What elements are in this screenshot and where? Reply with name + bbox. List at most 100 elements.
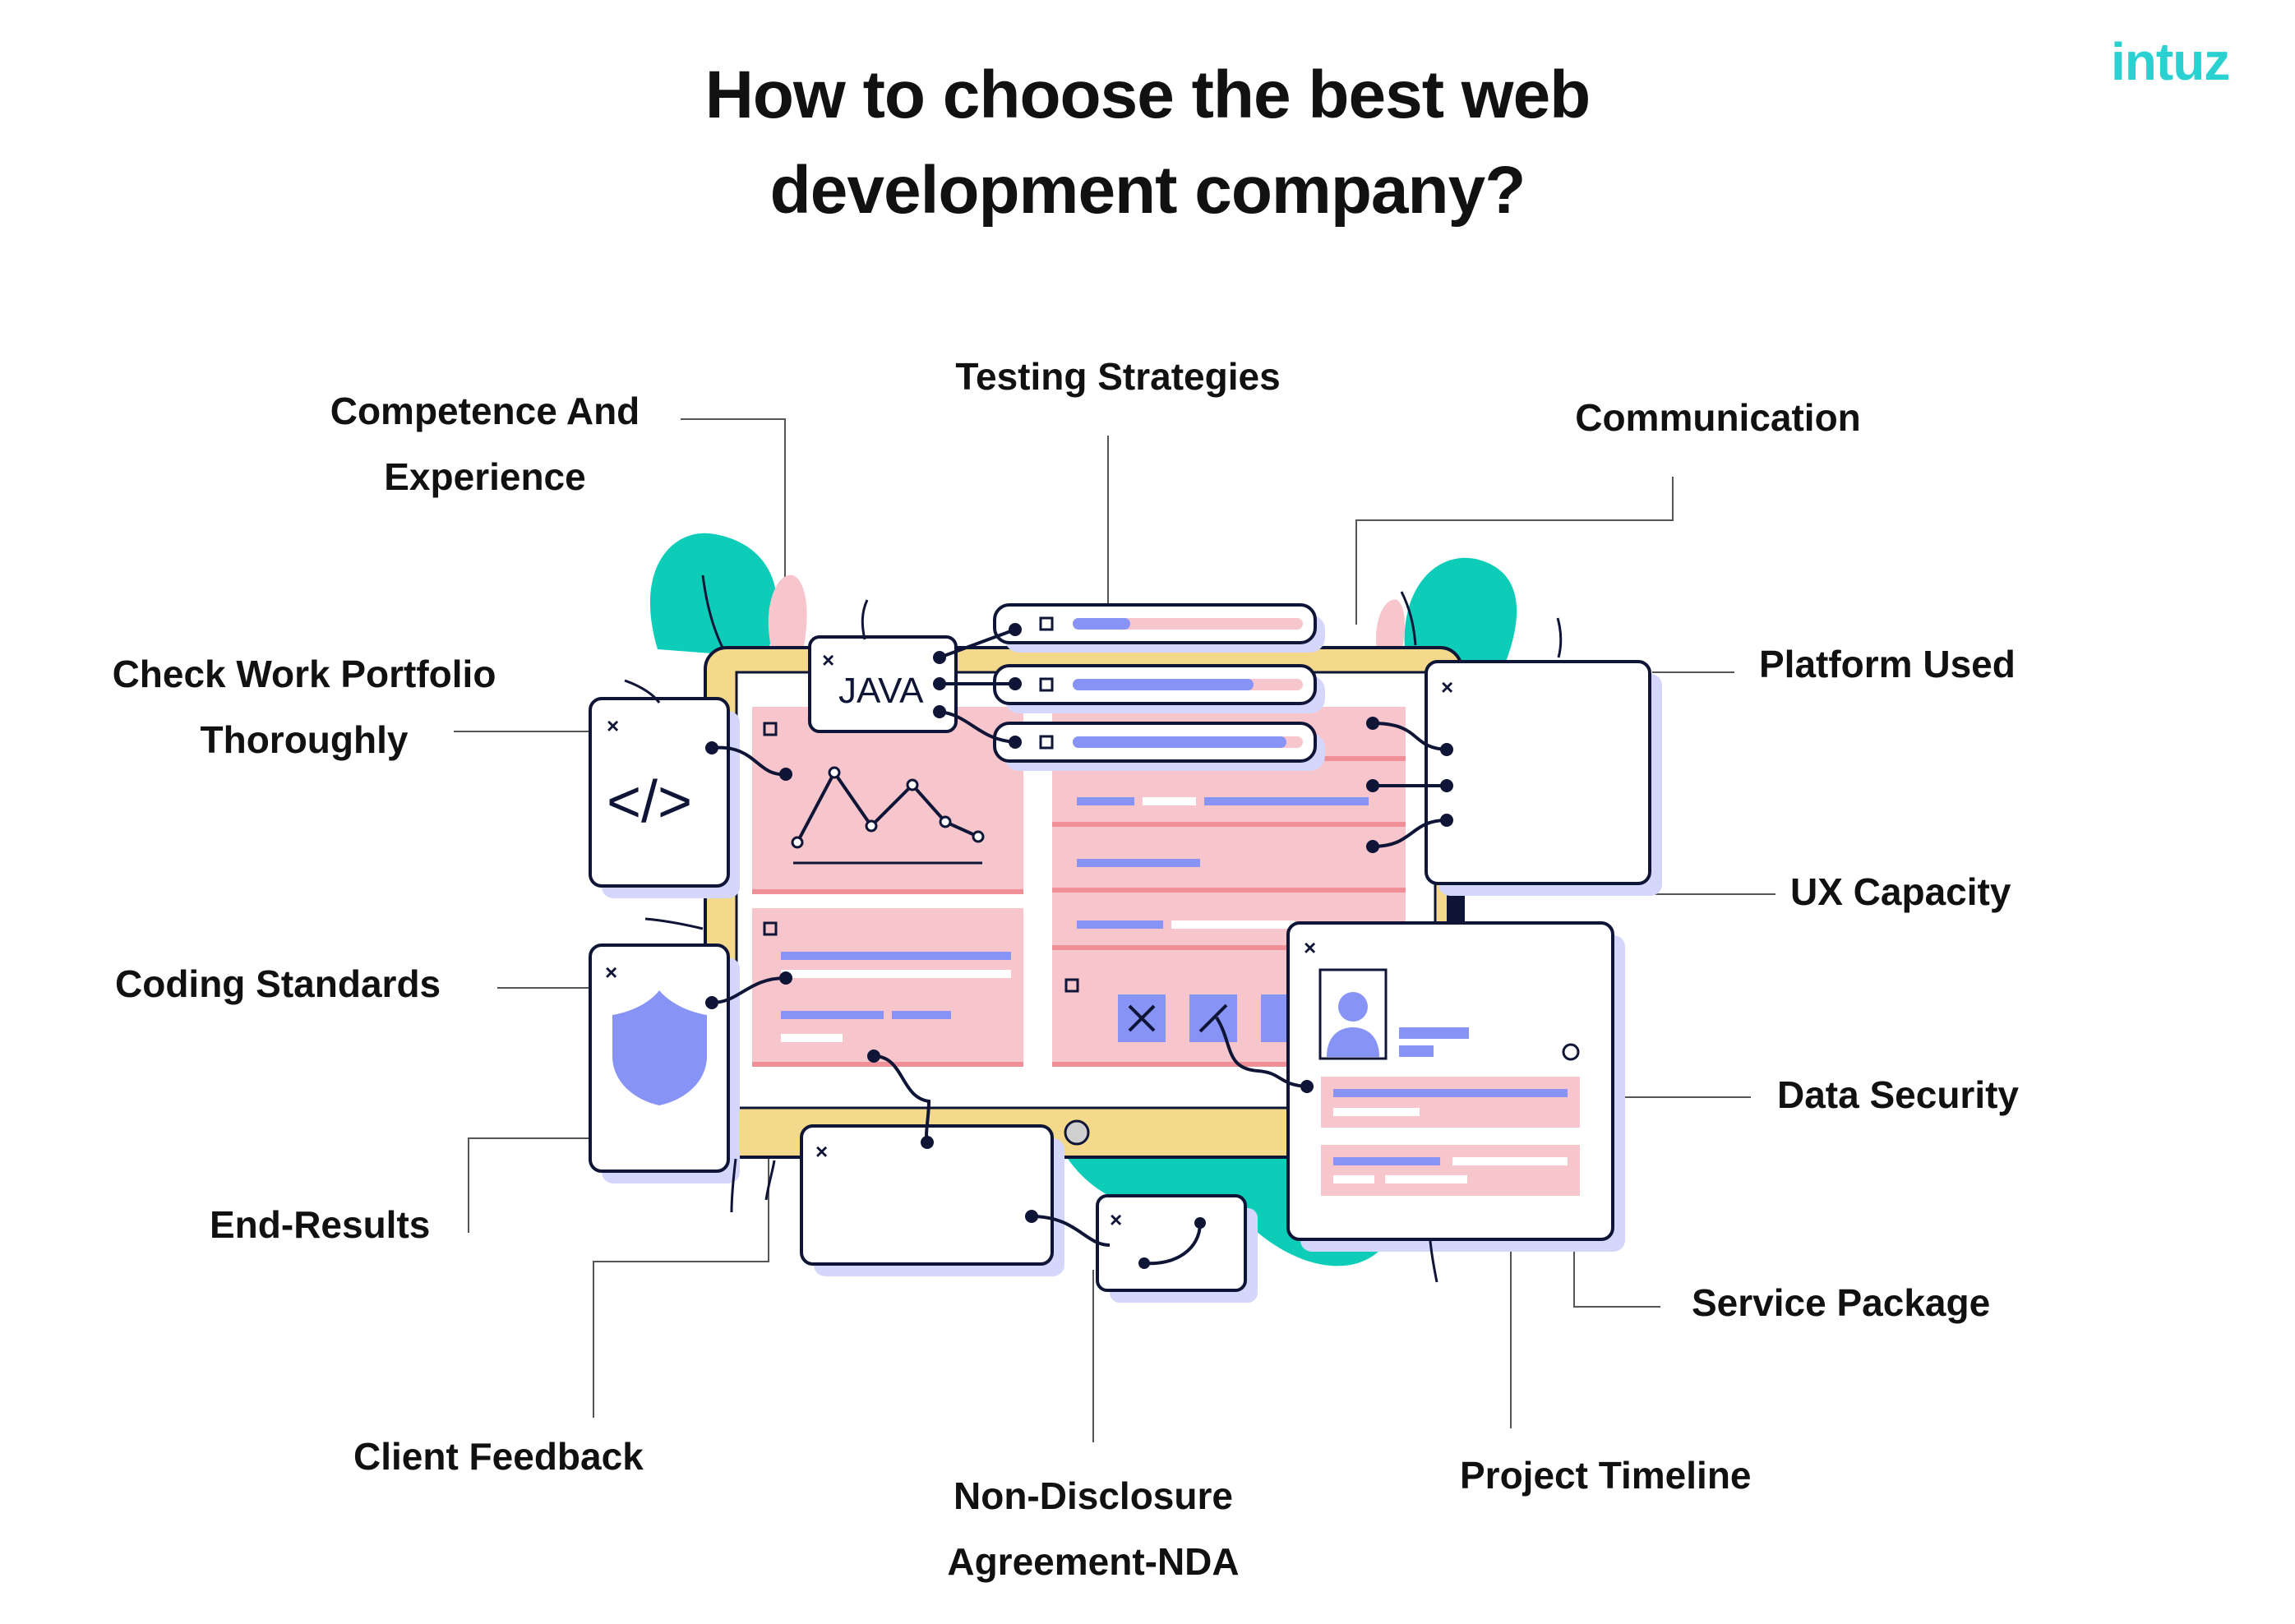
decorative-stroke	[1556, 617, 1563, 658]
connectors	[711, 628, 1448, 1247]
label-client-feedback: Client Feedback	[353, 1435, 644, 1478]
decorative-strokes	[624, 574, 1563, 1283]
decorative-stroke	[624, 679, 661, 704]
connector-node	[779, 971, 792, 985]
connector	[1372, 819, 1448, 848]
decorative-stroke	[644, 917, 704, 930]
label-nda-line-1: Non-Disclosure	[954, 1474, 1233, 1517]
connector	[1372, 722, 1448, 751]
leader-communication	[1355, 477, 1674, 625]
code-window: × </>	[589, 697, 740, 898]
platform-window-body	[1425, 660, 1651, 885]
connector	[939, 628, 1016, 659]
text-bar	[781, 952, 1011, 960]
label-end-results: End-Results	[210, 1203, 431, 1246]
feedback-window: ×	[800, 1124, 1064, 1276]
progress-track	[1073, 618, 1303, 630]
text-bar	[781, 1034, 843, 1042]
chart-point	[791, 836, 804, 849]
shield-icon	[612, 990, 707, 1105]
chart-point	[865, 819, 878, 833]
avatar-head	[1338, 992, 1368, 1022]
connector-node	[1300, 1080, 1314, 1093]
nda-point	[1138, 1257, 1150, 1269]
security-window-close-icon: ×	[605, 960, 617, 985]
connector	[1031, 1215, 1111, 1247]
platform-window-close-icon: ×	[1441, 675, 1453, 699]
profile-name-bar	[1399, 1027, 1469, 1039]
connector-node	[1009, 623, 1022, 636]
label-service-package: Service Package	[1692, 1281, 1991, 1324]
label-data-security: Data Security	[1777, 1073, 2020, 1116]
label-portfolio-line-2: Thoroughly	[200, 718, 409, 761]
avatar-body	[1327, 1027, 1379, 1057]
text-bar	[781, 1011, 884, 1019]
progress-row-checkbox	[1039, 735, 1054, 750]
code-window-close-icon: ×	[607, 713, 619, 738]
leader-competence	[681, 418, 786, 592]
connector-node	[1440, 814, 1453, 827]
code-window-body	[589, 697, 730, 888]
nda-curve	[1143, 1222, 1202, 1266]
pink-leaf-left	[768, 574, 807, 657]
list-row-bar	[1143, 797, 1196, 805]
list-row-divider	[1052, 822, 1406, 827]
profile-field-bar	[1452, 1157, 1568, 1165]
connector-node	[933, 705, 946, 718]
page-title: How to choose the best web development c…	[0, 48, 2295, 238]
progress-fill	[1073, 679, 1254, 690]
connector-node	[867, 1050, 880, 1063]
security-window: ×	[589, 943, 740, 1183]
slash-action-icon	[1198, 1003, 1228, 1033]
list-row-divider	[1052, 945, 1406, 950]
list-row-bar	[1077, 797, 1134, 805]
java-window: × JAVA	[808, 635, 958, 733]
profile-field	[1321, 1145, 1580, 1196]
platform-window: ×	[1425, 660, 1662, 896]
decorative-stroke	[730, 1158, 737, 1213]
leader-client-feedback	[593, 1159, 769, 1418]
progress-rows	[993, 603, 1325, 771]
leader-lines	[454, 418, 1776, 1442]
profile-field-bar	[1333, 1175, 1374, 1183]
code-icon: </>	[607, 769, 692, 835]
label-nda-line-2: Agreement-NDA	[947, 1540, 1240, 1583]
label-competence-and-experience: Competence And Experience	[304, 378, 666, 510]
progress-fill	[1073, 618, 1130, 630]
progress-row-checkbox	[1039, 677, 1054, 692]
leader-end-results	[468, 1137, 592, 1233]
connector-node	[1366, 779, 1379, 792]
profile-role-bar	[1399, 1045, 1434, 1057]
decorative-stroke	[764, 1160, 776, 1201]
decorative-stroke	[861, 599, 869, 640]
profile-field	[1321, 1077, 1580, 1128]
text-bar	[781, 970, 1011, 978]
connector	[711, 976, 787, 1004]
connector-node	[1009, 677, 1022, 690]
label-communication: Communication	[1575, 396, 1861, 439]
chart-panel-marker	[763, 722, 778, 736]
intuz-logo: intuz	[2111, 31, 2230, 92]
connector-node	[705, 996, 718, 1009]
chart-point	[972, 830, 985, 843]
pink-leaf-right	[1376, 599, 1405, 653]
text-panel-left-marker	[763, 921, 778, 936]
chart-panel	[752, 707, 1023, 892]
chart-point	[828, 766, 841, 779]
label-nda: Non-Disclosure Agreement-NDA	[888, 1463, 1299, 1594]
label-competence-line-1: Competence And	[330, 390, 640, 432]
label-ux-capacity: UX Capacity	[1790, 870, 2011, 913]
nda-point	[1194, 1217, 1206, 1229]
connector	[1215, 1016, 1308, 1088]
teal-leaf-right	[1404, 557, 1517, 666]
nda-window: ×	[1096, 1194, 1258, 1303]
teal-leaf-left	[649, 533, 778, 657]
nda-window-close-icon: ×	[1110, 1207, 1122, 1232]
connector	[939, 710, 1016, 744]
monitor-power-dot	[1064, 1119, 1090, 1146]
decorative-stroke	[1400, 591, 1417, 646]
list-row-bar	[1077, 920, 1163, 929]
java-label: JAVA	[838, 671, 924, 711]
decorative-stroke	[701, 574, 725, 650]
